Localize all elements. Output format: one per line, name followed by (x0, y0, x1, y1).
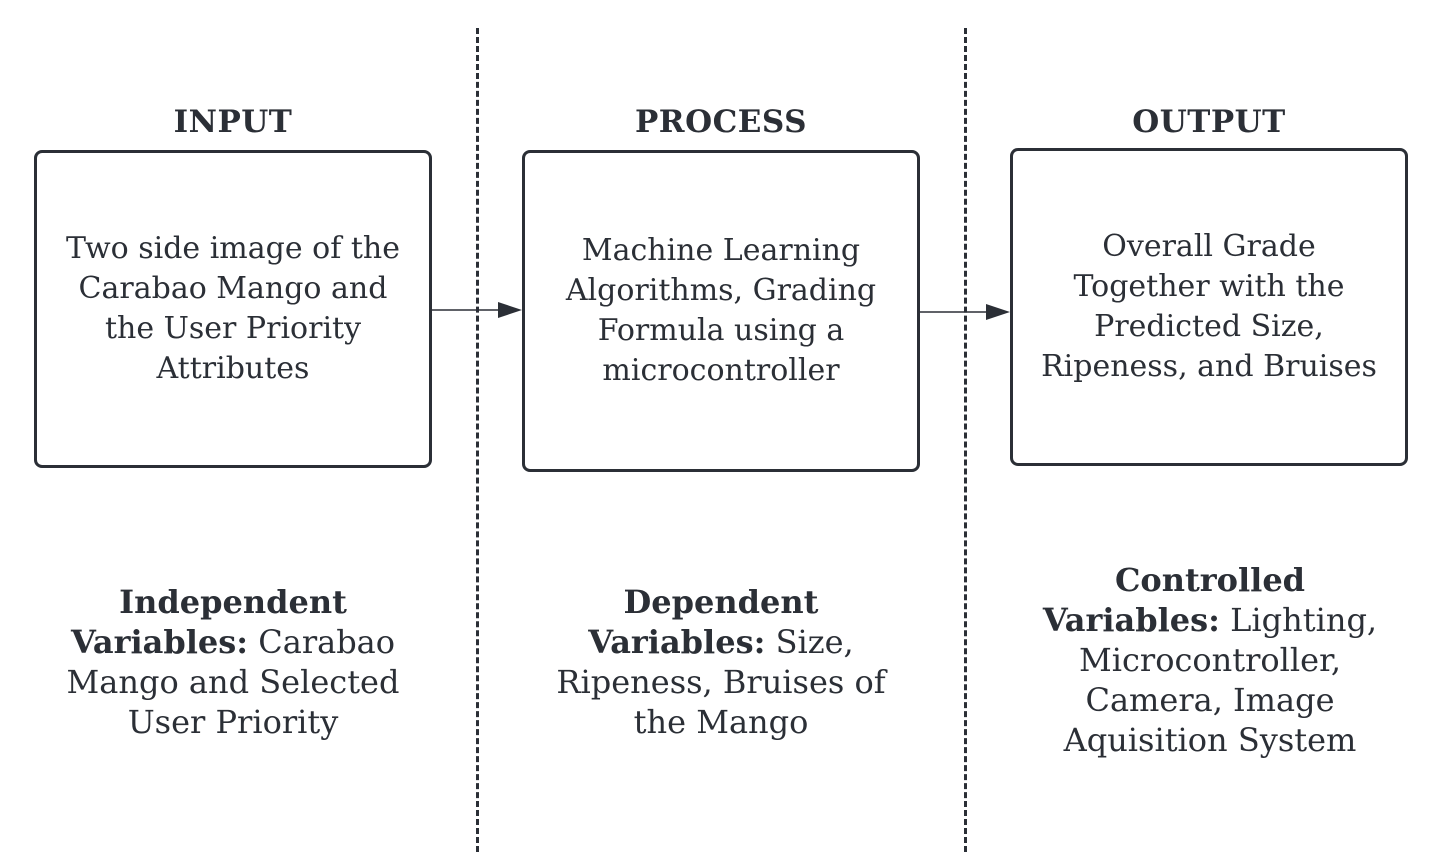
process-title: PROCESS (635, 104, 807, 140)
divider-right (964, 28, 967, 852)
controlled-variables-label: Controlled Variables: (1042, 561, 1306, 639)
process-box: Machine Learning Algorithms, Grading For… (522, 150, 920, 472)
output-title: OUTPUT (1132, 104, 1286, 140)
dependent-variables: Dependent Variables: Size, Ripeness, Bru… (546, 582, 896, 742)
independent-variables-text: Carabao Mango and Selected User Priority (66, 623, 400, 741)
dependent-variables-label: Dependent Variables: (588, 583, 819, 661)
independent-variables: Independent Variables: Carabao Mango and… (54, 582, 412, 742)
independent-variables-label: Independent Variables: (70, 583, 347, 661)
input-title: INPUT (173, 104, 293, 140)
controlled-variables-text: Lighting, Microcontroller, Camera, Image… (1063, 601, 1378, 759)
input-box-text: Two side image of the Carabao Mango and … (66, 231, 400, 386)
arrow-process-to-output (920, 304, 1010, 320)
input-box: Two side image of the Carabao Mango and … (34, 150, 432, 468)
output-box: Overall Grade Together with the Predicte… (1010, 148, 1408, 466)
process-box-text: Machine Learning Algorithms, Grading For… (565, 233, 877, 388)
output-box-text: Overall Grade Together with the Predicte… (1041, 229, 1377, 384)
divider-left (476, 28, 479, 852)
arrow-input-to-process (432, 302, 522, 318)
dependent-variables-text: Size, Ripeness, Bruises of the Mango (556, 623, 886, 741)
controlled-variables: Controlled Variables: Lighting, Microcon… (1030, 560, 1390, 760)
